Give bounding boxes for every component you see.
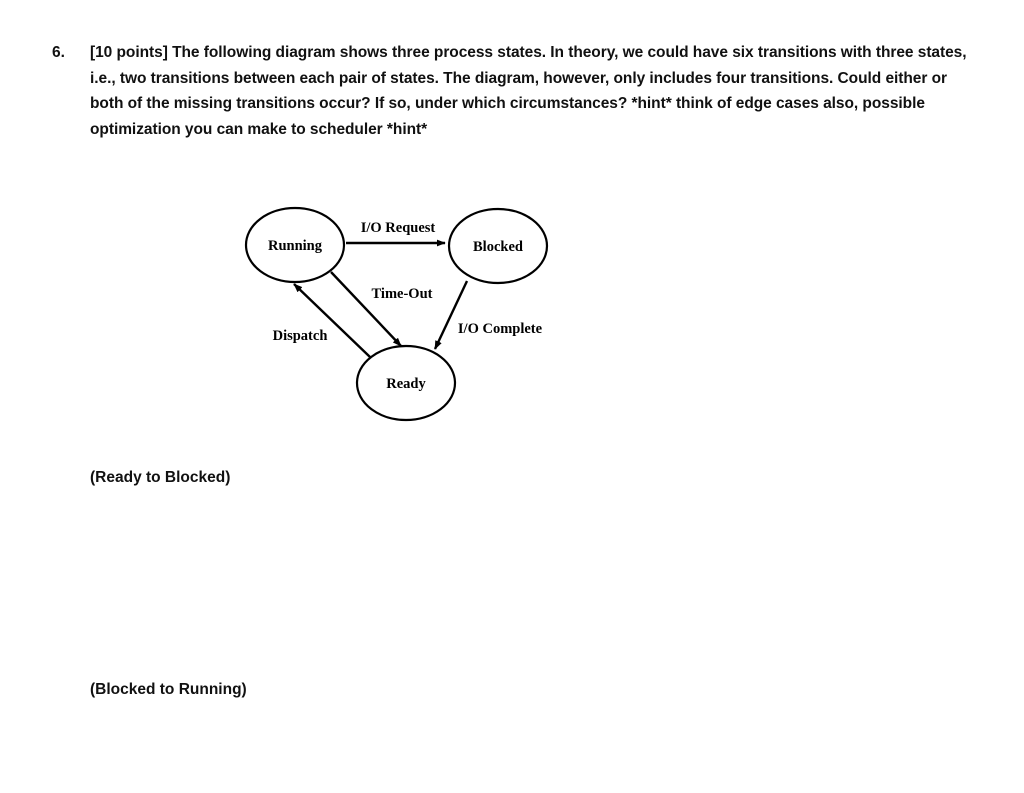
question-block: 6. [10 points] The following diagram sho… xyxy=(52,40,982,142)
node-ready-ellipse xyxy=(355,344,457,422)
node-ready-label: Ready xyxy=(386,376,426,392)
answer-heading-ready-to-blocked: (Ready to Blocked) xyxy=(90,469,231,486)
edge-io-complete-arrow xyxy=(433,280,469,350)
node-blocked-ellipse xyxy=(447,207,549,285)
question-number: 6. xyxy=(52,44,65,61)
question-text: [10 points] The following diagram shows … xyxy=(90,44,967,138)
edge-io-request-label: I/O Request xyxy=(361,220,436,236)
edge-dispatch-label: Dispatch xyxy=(273,328,328,344)
edge-time-out-label: Time-Out xyxy=(372,286,433,302)
edge-dispatch-arrow xyxy=(293,283,371,358)
node-running-label: Running xyxy=(268,238,323,254)
answer-heading-blocked-to-running: (Blocked to Running) xyxy=(90,681,247,698)
state-diagram-svg: Running Blocked Ready I/O Request Time-O… xyxy=(244,206,549,422)
edge-io-complete-label: I/O Complete xyxy=(458,321,543,337)
node-running-ellipse xyxy=(244,206,346,284)
node-blocked-label: Blocked xyxy=(473,239,523,255)
edge-time-out-arrow xyxy=(330,271,402,347)
process-state-diagram: Running Blocked Ready I/O Request Time-O… xyxy=(230,190,580,440)
